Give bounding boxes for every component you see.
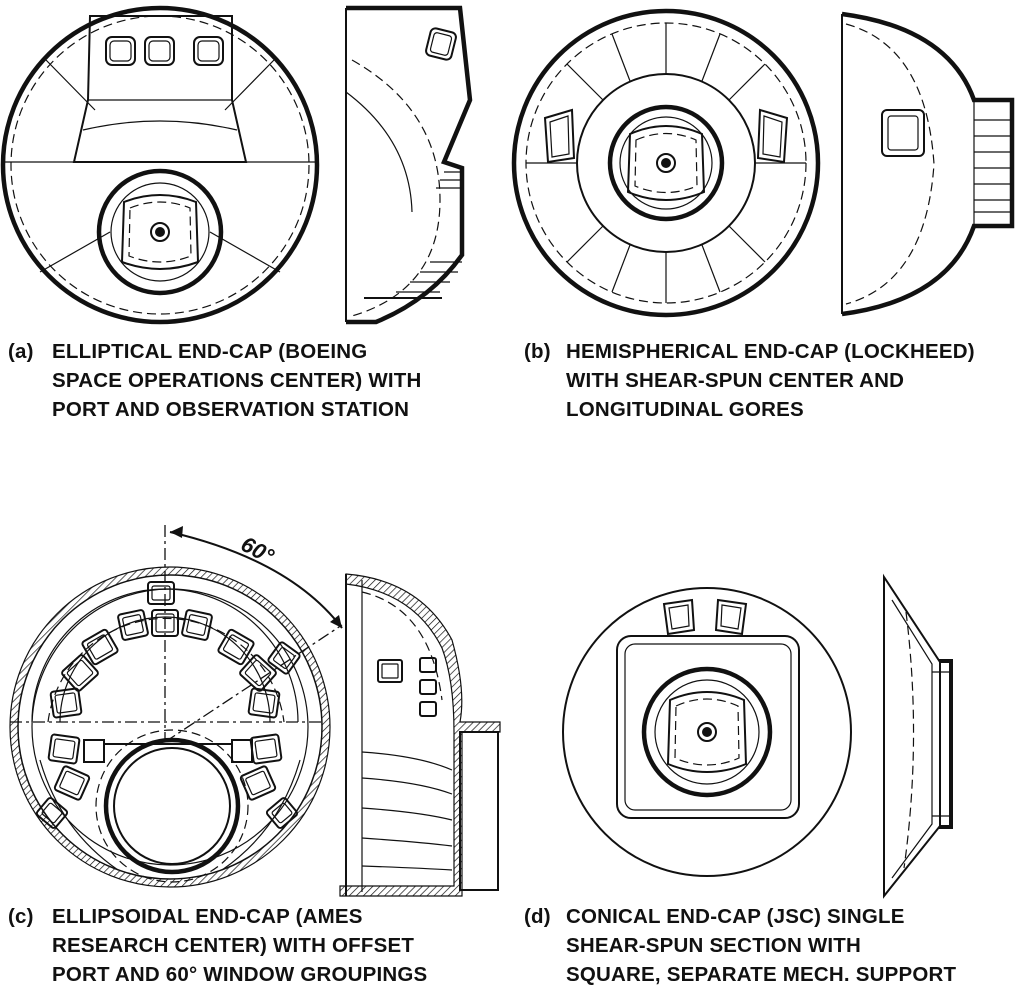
drawing-d-front-view <box>562 587 852 877</box>
drawing-c-front-view <box>9 525 343 888</box>
caption-b-line-1: HEMISPHERICAL END-CAP (LOCKHEED) <box>566 340 975 363</box>
drawing-b-front-view <box>511 8 821 318</box>
drawing-c-side-view <box>339 573 501 897</box>
caption-c-label: (c) <box>8 905 34 928</box>
caption-d-label: (d) <box>524 905 551 928</box>
caption-d-line-1: CONICAL END-CAP (JSC) SINGLE <box>566 905 905 928</box>
caption-a-label: (a) <box>8 340 34 363</box>
caption-c-line-2: RESEARCH CENTER) WITH OFFSET <box>52 934 415 957</box>
drawing-a-side-view <box>345 5 473 325</box>
caption-b: (b) HEMISPHERICAL END-CAP (LOCKHEED) WIT… <box>524 337 975 424</box>
caption-d: (d) CONICAL END-CAP (JSC) SINGLE SHEAR-S… <box>524 902 956 988</box>
drawing-a-front-view <box>0 5 320 325</box>
caption-a-line-2: SPACE OPERATIONS CENTER) WITH <box>52 369 422 392</box>
drawing-d-side-view <box>883 573 953 899</box>
caption-b-label: (b) <box>524 340 551 363</box>
caption-b-line-3: LONGITUDINAL GORES <box>566 398 804 421</box>
caption-d-line-2: SHEAR-SPUN SECTION WITH <box>566 934 862 957</box>
drawing-b-side-view <box>841 11 1015 317</box>
caption-a: (a) ELLIPTICAL END-CAP (BOEING SPACE OPE… <box>8 337 422 424</box>
caption-a-line-3: PORT AND OBSERVATION STATION <box>52 398 410 421</box>
caption-d-line-3: SQUARE, SEPARATE MECH. SUPPORT <box>566 963 957 986</box>
angle-label: 60° <box>237 531 278 569</box>
caption-c-line-3: PORT AND 60° WINDOW GROUPINGS <box>52 963 428 986</box>
caption-c-line-1: ELLIPSOIDAL END-CAP (AMES <box>52 905 363 928</box>
caption-b-line-2: WITH SHEAR-SPUN CENTER AND <box>566 369 905 392</box>
caption-c: (c) ELLIPSOIDAL END-CAP (AMES RESEARCH C… <box>8 902 427 988</box>
caption-a-line-1: ELLIPTICAL END-CAP (BOEING <box>52 340 368 363</box>
